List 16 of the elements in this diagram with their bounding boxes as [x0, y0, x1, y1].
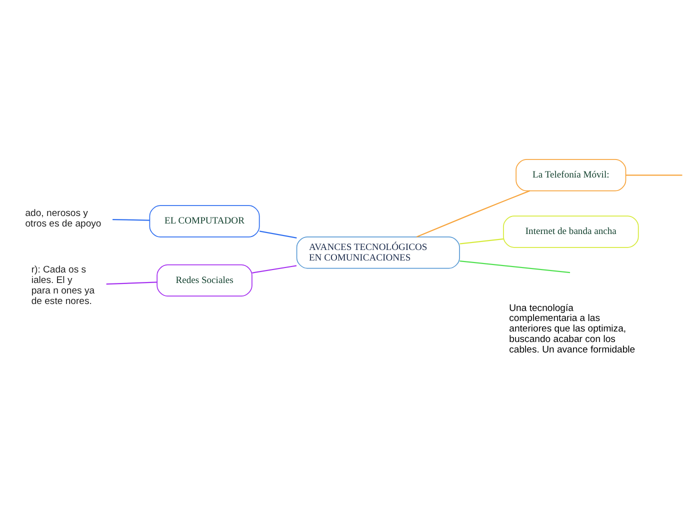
node-box: Redes Sociales — [156, 264, 252, 297]
connector — [460, 238, 504, 244]
node-text: ado, nerosos y otros es de apoyo — [25, 208, 102, 230]
connector — [112, 219, 150, 221]
node-box: EL COMPUTADOR — [149, 205, 260, 238]
node-text: r): Cada os s iales. El y para n ones ya de este nores. — [31, 264, 95, 307]
node-box: Internet de banda ancha — [503, 216, 639, 248]
connector — [460, 260, 570, 274]
connector — [252, 265, 297, 274]
connector — [106, 282, 157, 285]
connector — [259, 230, 297, 238]
node-box: La Telefonía Móvil: — [516, 159, 626, 192]
connector — [416, 190, 530, 238]
connector — [626, 174, 682, 176]
label: Una tecnología complementaria a las anteriores que las optimiza, buscando acabar con los cables. Un avance formidable — [509, 302, 636, 356]
node-box: AVANCES TECNOLÓGICOS EN COMUNICACIONES — [296, 236, 460, 269]
